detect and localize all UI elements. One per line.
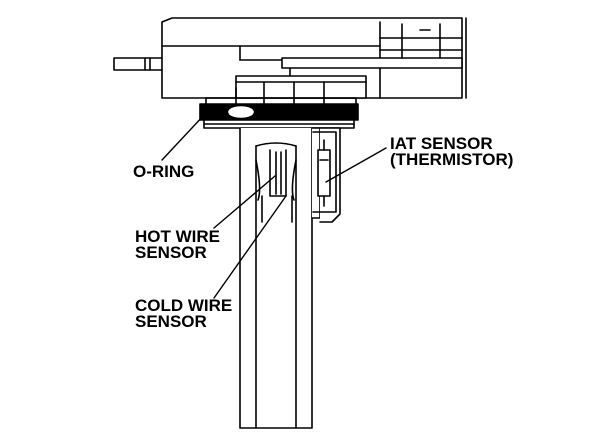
leader-lines: [161, 113, 387, 299]
sensor-wires: [261, 149, 293, 223]
iat-sensor-label: IAT SENSOR (THERMISTOR): [390, 134, 514, 169]
hot-wire-leader: [213, 175, 276, 229]
o-ring-band: [199, 103, 359, 129]
iat-leader: [325, 147, 387, 183]
connector-plug: [113, 57, 165, 71]
iat-label-line1: IAT SENSOR: [390, 134, 493, 153]
hot-wire-label-line2: SENSOR: [135, 243, 207, 262]
cold-wire-label-line2: SENSOR: [135, 312, 207, 331]
o-ring-label: O-RING: [133, 162, 195, 181]
hot-wire-label-line1: HOT WIRE: [135, 227, 220, 246]
iat-label-line2: (THERMISTOR): [390, 150, 514, 169]
o-ring-label-text: O-RING: [133, 162, 195, 181]
hot-wire-sensor-label: HOT WIRE SENSOR: [135, 227, 220, 262]
sensor-housing: [161, 17, 467, 109]
o-ring-leader: [161, 113, 206, 161]
iat-sensor-housing: [311, 127, 341, 223]
cold-wire-label-line1: COLD WIRE: [135, 296, 233, 315]
cold-wire-sensor-label: COLD WIRE SENSOR: [135, 296, 233, 331]
cold-wire-leader: [213, 195, 287, 299]
